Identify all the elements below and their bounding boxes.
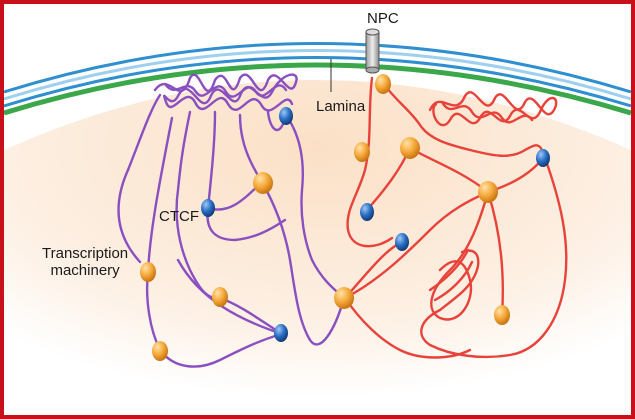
lamina-label: Lamina bbox=[316, 98, 366, 115]
transcription-machinery-markers bbox=[140, 74, 510, 361]
machinery-icon bbox=[354, 142, 370, 162]
transcription-machinery-label-line2: machinery bbox=[50, 262, 120, 279]
ctcf-icon bbox=[395, 233, 409, 251]
red-chromosome bbox=[343, 76, 568, 359]
ctcf-icon bbox=[201, 199, 215, 217]
npc-icon bbox=[365, 28, 380, 74]
transcription-machinery-label: Transcription machinery bbox=[42, 245, 128, 279]
nucleus-diagram bbox=[4, 28, 631, 415]
ctcf-icon bbox=[536, 149, 550, 167]
machinery-icon bbox=[400, 137, 420, 159]
machinery-icon bbox=[212, 287, 228, 307]
machinery-icon bbox=[253, 172, 273, 194]
ctcf-icon bbox=[279, 107, 293, 125]
nuclear-envelope bbox=[4, 42, 631, 116]
transcription-machinery-label-line1: Transcription bbox=[42, 245, 129, 262]
ctcf-markers bbox=[201, 107, 550, 342]
machinery-icon bbox=[152, 341, 168, 361]
machinery-icon bbox=[140, 262, 156, 282]
ctcf-icon bbox=[360, 203, 374, 221]
machinery-icon bbox=[478, 181, 498, 203]
machinery-icon bbox=[494, 305, 510, 325]
ctcf-label: CTCF bbox=[159, 208, 199, 225]
machinery-icon bbox=[334, 287, 354, 309]
npc-label: NPC bbox=[367, 10, 399, 27]
nucleoplasm bbox=[4, 80, 631, 415]
ctcf-icon bbox=[274, 324, 288, 342]
machinery-icon bbox=[375, 74, 391, 94]
